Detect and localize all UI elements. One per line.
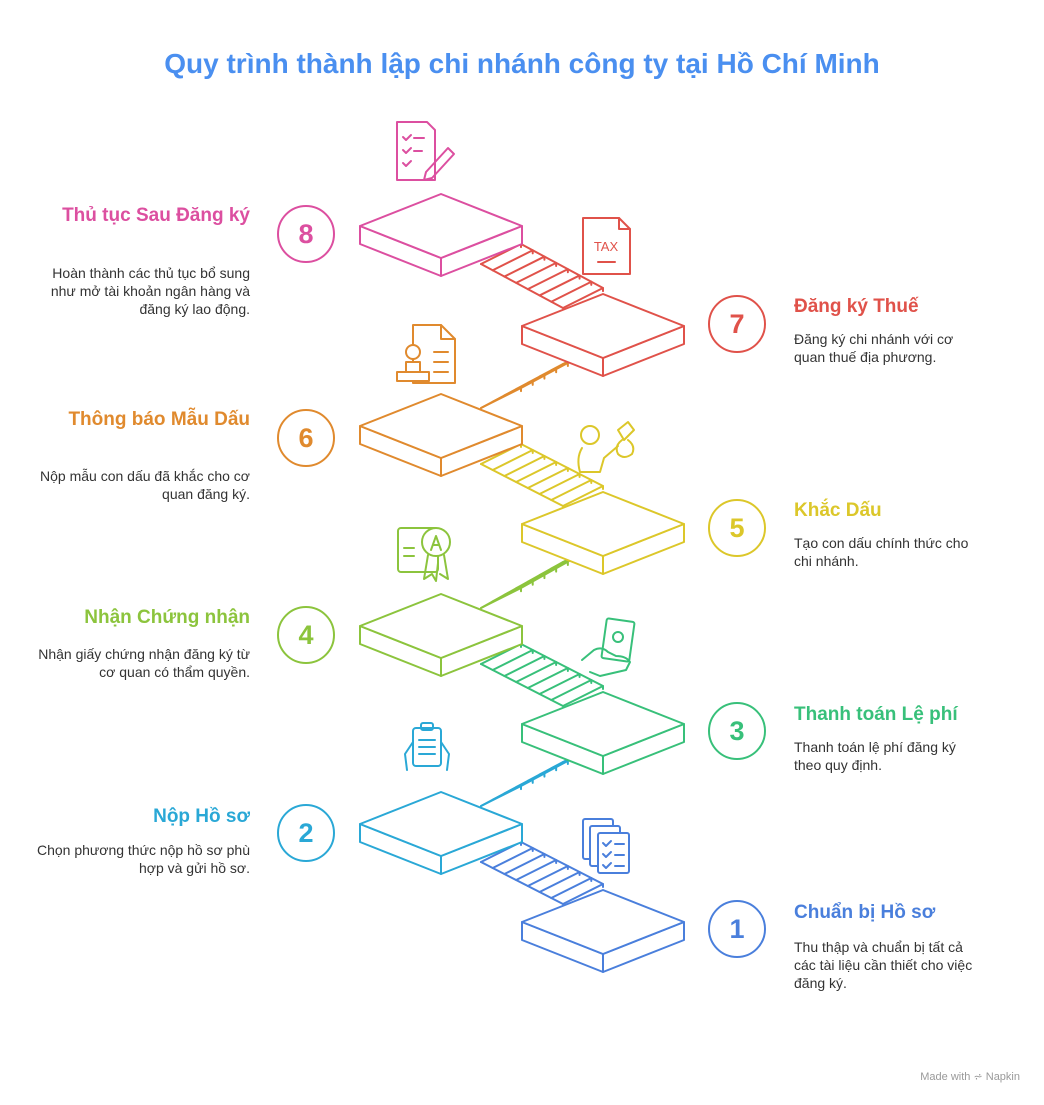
certificate-award-icon	[397, 527, 451, 582]
tax-document-icon	[582, 217, 631, 275]
page-title: Quy trình thành lập chi nhánh công ty tạ…	[164, 48, 880, 79]
hand-money-icon	[581, 617, 636, 677]
step-6-number: 6	[277, 409, 335, 467]
footer-made-with: Made with	[920, 1071, 971, 1083]
stamp-document-icon	[396, 324, 456, 384]
step-5-title: Khắc Dấu	[794, 500, 882, 521]
step-3-number: 3	[708, 702, 766, 760]
step-8-number: 8	[277, 205, 335, 263]
landing-platform	[521, 889, 685, 973]
landing-platform	[359, 393, 523, 477]
step-7-number: 7	[708, 295, 766, 353]
step-4-title: Nhận Chứng nhận	[84, 607, 250, 628]
step-1-title: Chuẩn bị Hồ sơ	[794, 902, 936, 923]
step-2-desc: Chọn phương thức nộp hồ sơ phù hợp và gử…	[36, 842, 250, 876]
step-1-desc: Thu thập và chuẩn bị tất cả các tài liệu…	[794, 939, 973, 991]
step-7-title: Đăng ký Thuế	[794, 296, 919, 317]
step-4-number: 4	[277, 606, 335, 664]
napkin-logo-icon: ⩫	[973, 1071, 983, 1083]
documents-checklist-icon	[582, 818, 630, 874]
stairs-segment	[480, 643, 604, 707]
footer-credit: Made with ⩫ Napkin	[920, 1070, 1020, 1083]
landing-platform	[521, 691, 685, 775]
step-5-number: 5	[708, 499, 766, 557]
landing-platform	[359, 193, 523, 277]
footer-brand: Napkin	[985, 1071, 1020, 1083]
step-6-title: Thông báo Mẫu Dấu	[68, 409, 250, 430]
landing-platform	[521, 491, 685, 575]
step-2-number: 2	[277, 804, 335, 862]
stamp-icon	[577, 421, 635, 473]
step-1-number: 1	[708, 900, 766, 958]
step-6-desc: Nộp mẫu con dấu đã khắc cho cơ quan đăng…	[40, 468, 250, 502]
landing-platform	[521, 293, 685, 377]
step-2-title: Nộp Hồ sơ	[153, 806, 250, 827]
checklist-pen-icon	[396, 121, 455, 181]
step-8-title: Thủ tục Sau Đăng ký	[62, 205, 250, 226]
landing-platform	[359, 593, 523, 677]
step-3-desc: Thanh toán lệ phí đăng ký theo quy định.	[794, 739, 956, 773]
step-3-title: Thanh toán Lệ phí	[794, 704, 958, 725]
tax-icon-label: TAX	[594, 239, 619, 254]
clipboard-hands-icon	[404, 722, 450, 771]
step-7-desc: Đăng ký chi nhánh với cơ quan thuế địa p…	[794, 331, 954, 365]
step-5-desc: Tạo con dấu chính thức cho chi nhánh.	[794, 535, 969, 569]
step-4-desc: Nhận giấy chứng nhận đăng ký từ cơ quan …	[38, 646, 250, 680]
landing-platform	[359, 791, 523, 875]
step-8-desc: Hoàn thành các thủ tục bổ sung như mở tà…	[50, 265, 250, 317]
stairs-segment	[480, 443, 604, 507]
